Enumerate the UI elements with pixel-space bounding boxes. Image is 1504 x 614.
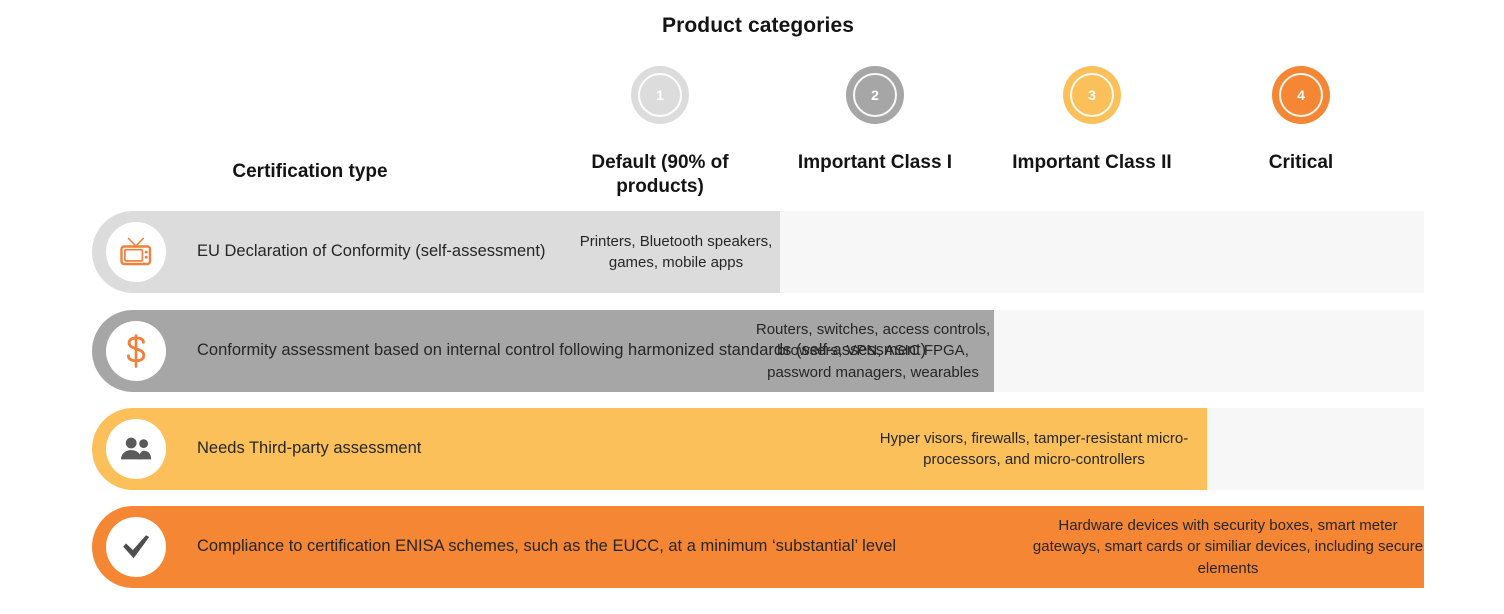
badge-inner-ring: [1279, 73, 1323, 117]
row-title: Needs Third-party assessment: [197, 439, 422, 458]
row-cell-category-3: Hyper visors, firewalls, tamper-resistan…: [879, 429, 1189, 468]
category-column-3: 3 Important Class II: [982, 66, 1202, 175]
row-cell-category-2: Routers, switches, access controls, brow…: [755, 321, 991, 381]
category-label-1: Default (90% of products): [591, 152, 729, 198]
category-label-3: Important Class II: [1012, 152, 1172, 173]
row-icon-container: [106, 222, 166, 282]
certification-type-header: Certification type: [232, 161, 388, 182]
category-column-2: 2 Important Class I: [765, 66, 985, 175]
row-fill: [92, 211, 780, 293]
row-fill: [92, 310, 994, 392]
users-icon: [121, 437, 152, 460]
row-title: EU Declaration of Conformity (self-asses…: [197, 242, 546, 261]
category-number: 4: [1297, 87, 1305, 103]
category-badge-2: 2: [846, 66, 904, 124]
row-icon-container: [106, 517, 166, 577]
page-title: Product categories: [661, 14, 855, 37]
badge-inner-ring: [853, 73, 897, 117]
category-number: 1: [656, 87, 664, 103]
row-icon-container: [106, 419, 166, 479]
check-icon: [123, 535, 150, 559]
row-cell-category-1: Printers, Bluetooth speakers, games, mob…: [579, 232, 773, 271]
category-label-4: Critical: [1268, 152, 1334, 173]
tv-icon: [120, 237, 152, 266]
row-fill: [92, 506, 1424, 588]
row-fill: [92, 408, 1207, 490]
row-title: Compliance to certification ENISA scheme…: [197, 537, 897, 556]
badge-inner-ring: [1070, 73, 1114, 117]
category-column-1: 1 Default (90% of products): [550, 66, 770, 200]
category-number: 2: [871, 87, 879, 103]
row-cell-category-4: Hardware devices with security boxes, sm…: [1032, 517, 1424, 577]
category-badge-1: 1: [631, 66, 689, 124]
badge-inner-ring: [638, 73, 682, 117]
category-number: 3: [1088, 87, 1096, 103]
category-column-4: 4 Critical: [1191, 66, 1411, 175]
category-badge-3: 3: [1063, 66, 1121, 124]
row-title: Conformity assessment based on internal …: [197, 341, 927, 360]
row-icon-container: [106, 321, 166, 381]
category-badge-4: 4: [1272, 66, 1330, 124]
category-label-2: Important Class I: [797, 152, 953, 173]
dollar-icon: [126, 334, 146, 368]
